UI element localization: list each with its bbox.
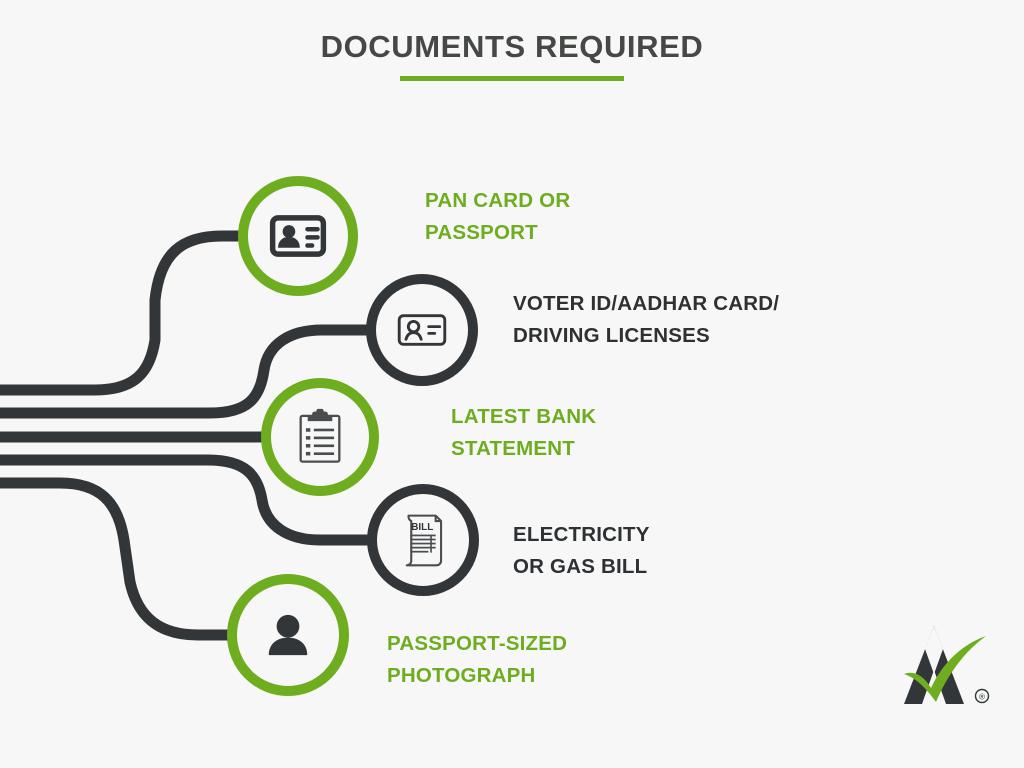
node-circle-pan-card-or-passport[interactable] <box>238 176 358 296</box>
page-title-block: DOCUMENTS REQUIRED <box>0 29 1024 82</box>
id-card-filled-icon <box>269 215 327 257</box>
node-circle-latest-bank-statement[interactable] <box>261 378 379 496</box>
node-label-pan-card-or-passport: PAN CARD OR PASSPORT <box>425 189 571 244</box>
node-label-latest-bank-statement: LATEST BANK STATEMENT <box>451 405 597 460</box>
bill-icon-heading-text: BILL <box>411 522 433 533</box>
node-label-passport-sized-photograph: PASSPORT-SIZED PHOTOGRAPH <box>387 632 568 687</box>
id-card-outline-icon <box>397 314 447 346</box>
a-checkmark-logo-icon: ® <box>904 626 990 704</box>
person-avatar-icon <box>268 614 308 656</box>
title-underline-rule <box>400 76 624 82</box>
node-label-voter-id-aadhar-driving-license: VOTER ID/AADHAR CARD/ DRIVING LICENSES <box>513 292 780 347</box>
node-label-electricity-or-gas-bill: ELECTRICITY OR GAS BILL <box>513 523 650 578</box>
node-circle-electricity-or-gas-bill[interactable]: BILL <box>367 484 479 596</box>
node-circle-voter-id-aadhar-driving-license[interactable] <box>366 274 478 386</box>
registered-mark-text: ® <box>979 693 985 702</box>
clipboard-checklist-icon <box>299 408 341 463</box>
connector-line-5 <box>0 477 234 641</box>
connector-line-2 <box>0 324 372 419</box>
page-title: DOCUMENTS REQUIRED <box>320 29 704 64</box>
bill-receipt-icon: BILL <box>405 514 443 567</box>
brand-logo: ® <box>888 618 998 714</box>
node-circle-passport-sized-photograph[interactable] <box>227 574 349 696</box>
connector-line-1 <box>0 230 246 396</box>
connector-line-4 <box>0 454 372 546</box>
